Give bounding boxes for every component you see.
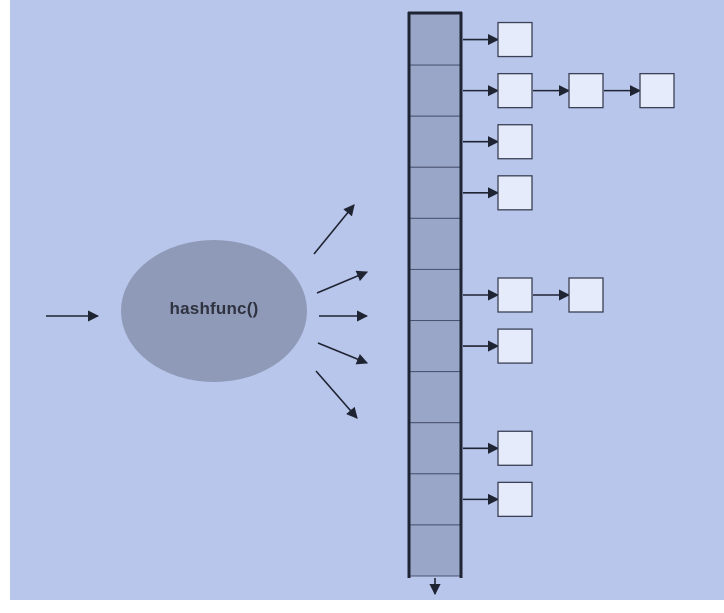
chain-node	[497, 124, 533, 160]
bucket-cell	[408, 473, 462, 526]
chain-node	[568, 72, 604, 109]
output-arrows-group	[313, 204, 369, 419]
bucket-cell	[408, 13, 462, 66]
hash-output-arrow	[317, 342, 369, 365]
bucket-cell	[408, 320, 462, 373]
hash-output-arrow	[313, 204, 355, 255]
chain-node	[497, 175, 533, 211]
hash-output-arrow	[315, 370, 358, 419]
hash-function-label: hashfunc()	[169, 299, 259, 318]
bucket-cell	[408, 268, 462, 322]
chains-group	[463, 21, 675, 518]
chain-node	[639, 72, 675, 109]
bucket-cell	[408, 524, 462, 577]
chain-node	[497, 72, 533, 109]
hash-output-arrow	[316, 270, 369, 294]
bucket-array	[407, 11, 463, 596]
hash-function-ellipse	[121, 240, 307, 382]
bucket-cell	[408, 115, 462, 168]
chain-node	[497, 430, 533, 466]
bucket-cell	[408, 64, 462, 117]
chain-node	[568, 277, 604, 313]
bucket-cell	[408, 371, 462, 424]
chain-node	[497, 21, 533, 58]
bucket-cell	[408, 217, 462, 270]
chain-node	[497, 328, 533, 364]
chain-node	[497, 481, 533, 518]
bucket-cell	[408, 166, 462, 219]
chain-node	[497, 277, 533, 313]
bucket-cell	[408, 422, 462, 475]
